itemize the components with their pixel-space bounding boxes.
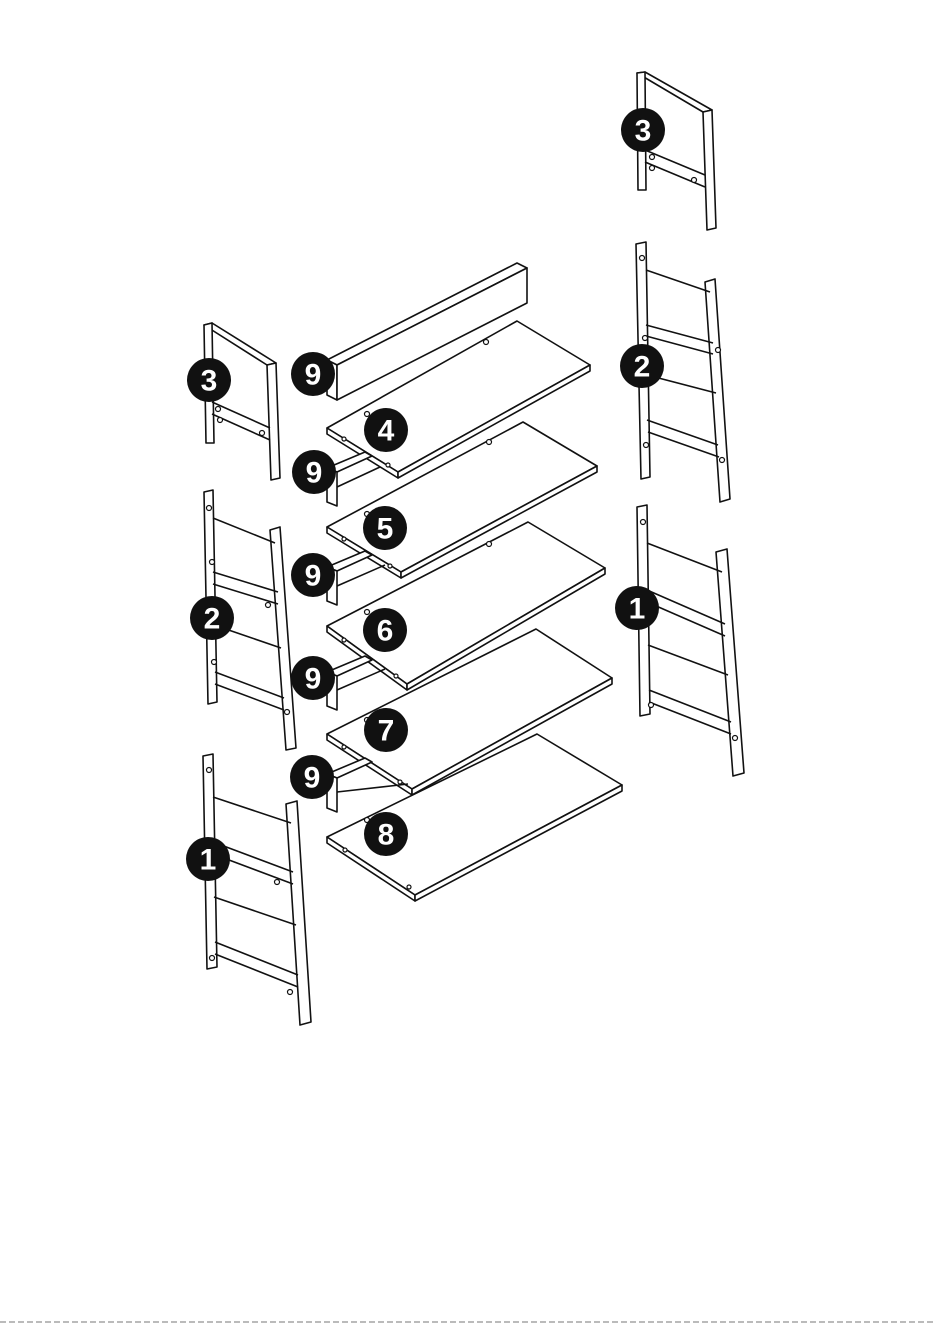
- ladder-part-1-right: [637, 505, 744, 776]
- badge-part-1-right: 1: [615, 586, 659, 630]
- badge-label: 2: [204, 603, 221, 636]
- badge-part-9-fourth: 9: [291, 656, 335, 700]
- badge-label: 7: [378, 715, 395, 748]
- badge-part-4: 4: [364, 408, 408, 452]
- badge-part-3-right: 3: [621, 108, 665, 152]
- badge-label: 1: [200, 844, 217, 877]
- badge-part-9-second: 9: [292, 450, 336, 494]
- badge-part-9-top: 9: [291, 352, 335, 396]
- badge-label: 9: [305, 560, 322, 593]
- badge-part-9-third: 9: [291, 553, 335, 597]
- badge-part-8: 8: [364, 812, 408, 856]
- badge-part-9-fifth: 9: [290, 755, 334, 799]
- badge-part-7: 7: [364, 708, 408, 752]
- badge-part-2-right: 2: [620, 344, 664, 388]
- badge-label: 6: [377, 615, 394, 648]
- badge-part-5: 5: [363, 506, 407, 550]
- badge-part-2-left: 2: [190, 596, 234, 640]
- badge-label: 9: [305, 663, 322, 696]
- badge-label: 5: [377, 513, 394, 546]
- badge-label: 3: [201, 365, 218, 398]
- badge-label: 8: [378, 819, 395, 852]
- badge-part-3-left: 3: [187, 358, 231, 402]
- ladder-part-1-left: [203, 754, 311, 1025]
- badge-label: 9: [304, 762, 321, 795]
- badge-part-6: 6: [363, 608, 407, 652]
- badge-label: 9: [305, 359, 322, 392]
- badge-label: 4: [378, 415, 395, 448]
- badge-label: 2: [634, 351, 651, 384]
- badge-part-1-left: 1: [186, 837, 230, 881]
- frame-part-3-left: [204, 323, 280, 480]
- badge-label: 9: [306, 457, 323, 490]
- badge-label: 3: [635, 115, 652, 148]
- badge-label: 1: [629, 593, 646, 626]
